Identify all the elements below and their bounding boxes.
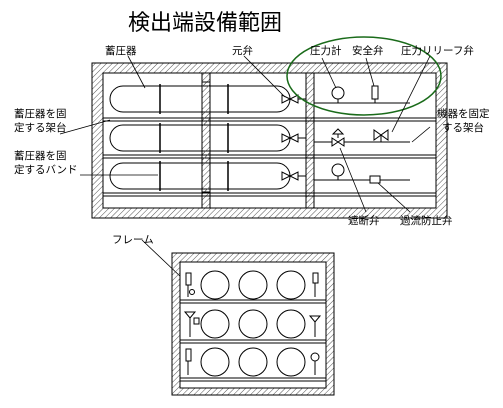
main-valves [281, 94, 299, 181]
accumulator-tank [109, 124, 291, 152]
valve-icon [281, 171, 299, 181]
accumulator-tank [109, 85, 291, 113]
label-rack-line1: 蓄圧器を固 [14, 108, 67, 120]
side-shelves [180, 299, 326, 382]
label-equip-rack-line2: する架台 [442, 121, 484, 134]
label-frame: フレーム [112, 234, 154, 246]
scope-highlight [286, 36, 442, 116]
equipment [314, 85, 410, 184]
accumulator-tank [109, 162, 291, 190]
side-frame [171, 252, 335, 396]
pressure-gauge-icon [331, 86, 345, 100]
rack-shelves [103, 117, 436, 197]
label-equip-rack-line1: 機器を固定 [437, 107, 490, 120]
label-check-valve: 過流防止弁 [400, 214, 453, 227]
shutoff-valve-icon [331, 137, 345, 147]
label-band-line2: 定するバンド [14, 163, 78, 176]
label-band-line1: 蓄圧器を固 [14, 150, 67, 162]
tank-sections [200, 270, 306, 377]
label-pressure-gauge: 圧力計 [310, 44, 342, 57]
check-valve-icon [369, 175, 381, 184]
label-shutoff-valve: 遮断弁 [348, 214, 380, 227]
label-accumulator: 蓄圧器 [105, 45, 137, 57]
pressure-gauge-icon [331, 163, 345, 177]
labels: 蓄圧器 元弁 圧力計 安全弁 圧力リリーフ弁 蓄圧器を固 定する架台 蓄圧器を固… [14, 44, 490, 246]
fixing-bands [159, 84, 229, 191]
label-main-valve: 元弁 [232, 44, 253, 57]
page-title: 検出端設備範囲 [128, 11, 282, 36]
accumulator-tanks [109, 85, 291, 190]
label-pressure-relief-valve: 圧力リリーフ弁 [401, 44, 474, 57]
side-equipment [183, 272, 322, 375]
safety-valve-icon [371, 85, 379, 100]
label-rack-line2: 定する架台 [14, 121, 67, 134]
valve-icon [281, 133, 299, 143]
valve-icon [281, 94, 299, 104]
label-safety-valve: 安全弁 [352, 44, 384, 57]
